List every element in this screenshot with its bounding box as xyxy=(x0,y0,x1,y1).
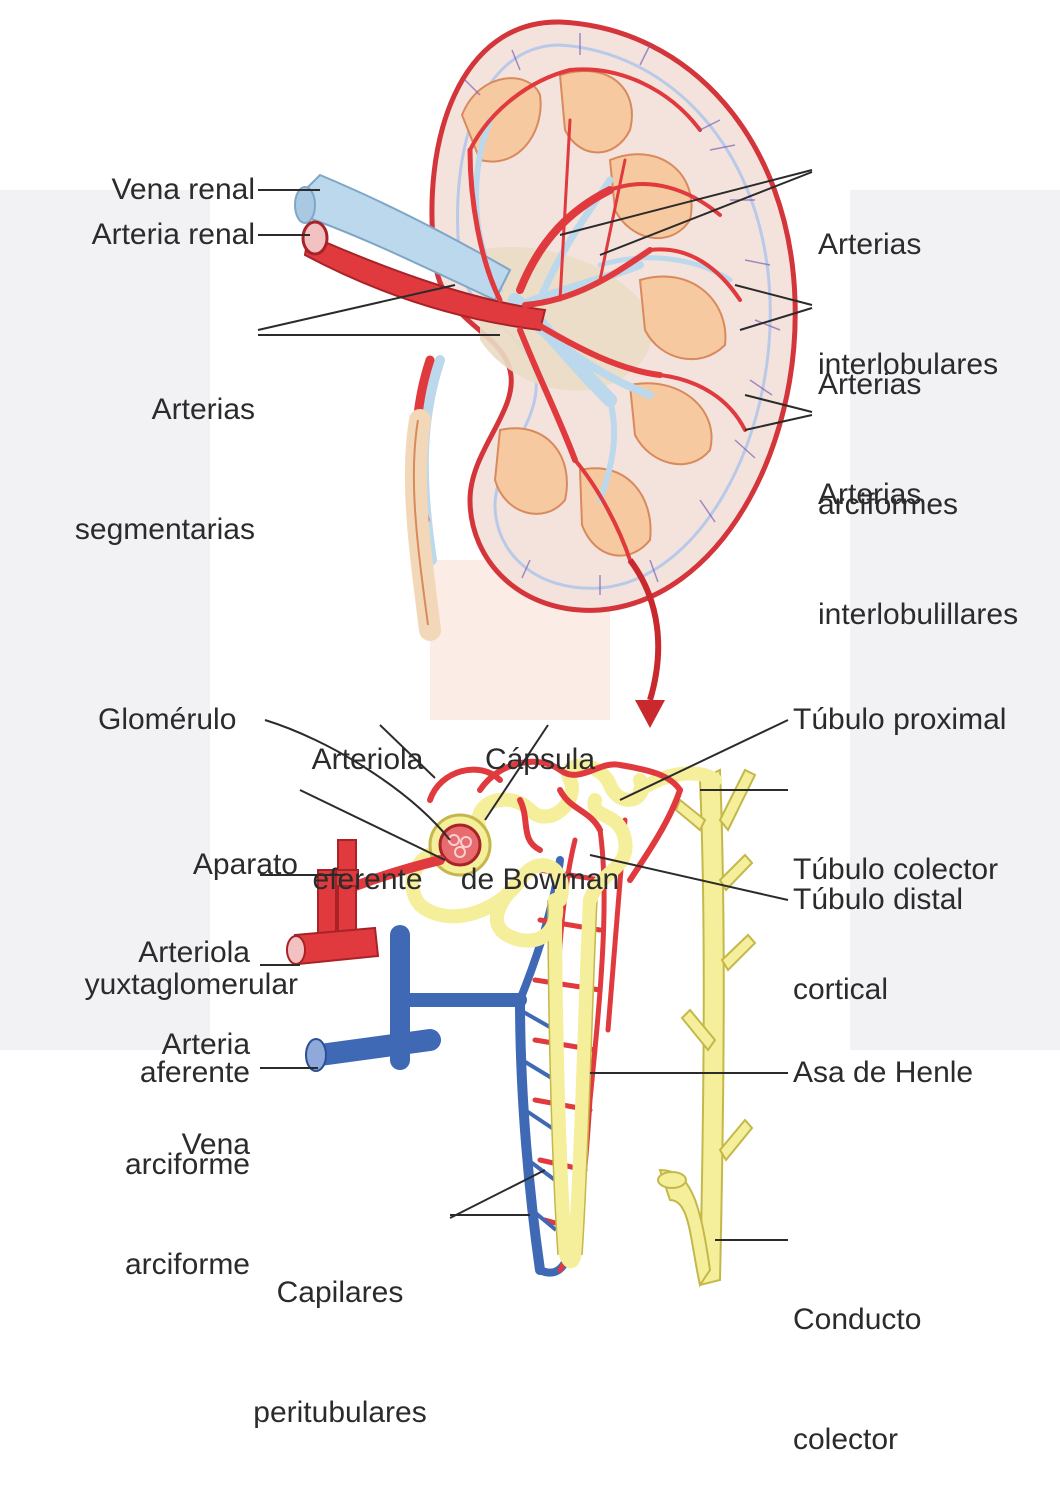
label-line: Vena xyxy=(125,1125,250,1165)
label-line: Conducto xyxy=(793,1300,921,1340)
renal-artery-opening xyxy=(303,222,327,254)
label-arteriola-eferente: Arteriola eferente xyxy=(295,660,440,940)
label-conducto-colector: Conducto colector xyxy=(793,1220,921,1500)
label-line: segmentarias xyxy=(75,510,255,550)
label-capsula-bowman: Cápsula de Bowman xyxy=(440,660,640,940)
label-line: peritubulares xyxy=(235,1393,445,1433)
label-line: de Bowman xyxy=(440,860,640,900)
label-line: Arterias xyxy=(75,390,255,430)
label-glomerulo: Glomérulo xyxy=(98,700,236,740)
label-line: Arterias xyxy=(818,225,998,265)
label-capilares-peritubulares: Capilares peritubulares xyxy=(235,1193,445,1473)
label-asa-de-henle: Asa de Henle xyxy=(793,1053,973,1093)
label-vena-arciforme: Vena arciforme xyxy=(125,1045,250,1325)
label-line: interlobulillares xyxy=(818,595,1018,635)
collecting-duct xyxy=(658,770,755,1285)
renal-vein-opening xyxy=(295,187,315,223)
arcuate-vein-opening xyxy=(306,1039,326,1071)
label-arteria-renal: Arteria renal xyxy=(92,215,255,255)
label-arterias-segmentarias: Arterias segmentarias xyxy=(75,310,255,590)
label-line: cortical xyxy=(793,970,998,1010)
label-line: colector xyxy=(793,1420,921,1460)
label-line: Arterias xyxy=(818,475,1018,515)
label-line: Arteriola xyxy=(295,740,440,780)
label-line: eferente xyxy=(295,860,440,900)
label-arterias-interlobulillares: Arterias interlobulillares xyxy=(818,395,1018,675)
label-vena-renal: Vena renal xyxy=(112,170,255,210)
label-line: arciforme xyxy=(125,1245,250,1285)
label-line: Cápsula xyxy=(440,740,640,780)
label-tubulo-proximal: Túbulo proximal xyxy=(793,700,1006,740)
label-tubulo-distal: Túbulo distal xyxy=(793,880,963,920)
label-line: Capilares xyxy=(235,1273,445,1313)
